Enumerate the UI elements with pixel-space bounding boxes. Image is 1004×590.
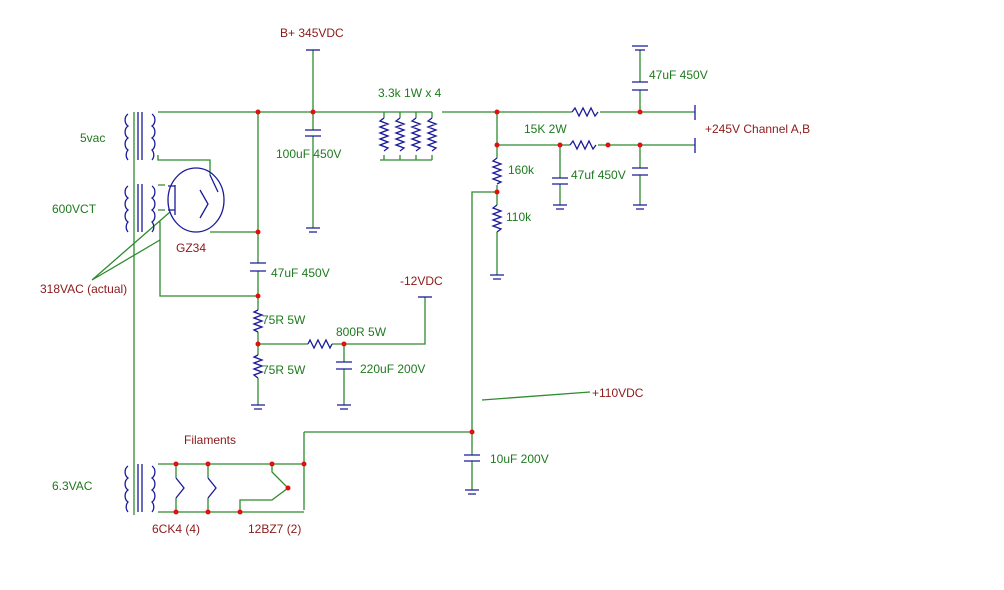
label-xf-6-3vac: 6.3VAC [52, 479, 93, 493]
label-resistor-800r: 800R 5W [336, 325, 387, 339]
filament-6ck4-a [175, 477, 185, 499]
label-xf-5vac: 5vac [80, 131, 105, 145]
filament-6ck4-b [207, 477, 217, 499]
cap-47uf-negative [250, 262, 266, 272]
ground-75r [251, 404, 265, 410]
label-cap-100uf: 100uF 450V [276, 147, 341, 161]
label-xf-600vct: 600VCT [52, 202, 97, 216]
label-output-245v: +245V Channel A,B [705, 122, 810, 136]
cap-47uf-top [632, 45, 648, 91]
label-cap-47uf-top: 47uF 450V [649, 68, 708, 82]
labels: B+ 345VDC 3.3k 1W x 4 47uF 450V 15K 2W +… [40, 26, 810, 536]
label-3k3-resistors: 3.3k 1W x 4 [378, 86, 442, 100]
resistor-110k [491, 204, 503, 233]
label-resistor-15k: 15K 2W [524, 122, 567, 136]
label-cap-47uf-negative: 47uF 450V [271, 266, 330, 280]
transformer-6-3vac [124, 464, 156, 513]
ground-110k [490, 274, 504, 280]
cap-220uf [336, 361, 352, 410]
label-resistor-75r-b: 75R 5W [262, 363, 306, 377]
resistor-75r-a [252, 309, 264, 333]
label-resistor-160k: 160k [508, 163, 535, 177]
cap-47uf-mid-right [632, 167, 648, 210]
resistor-top-right [571, 106, 599, 118]
label-tube-6ck4: 6CK4 (4) [152, 522, 200, 536]
wiring [91, 50, 695, 515]
label-neg12vdc: -12VDC [400, 274, 443, 288]
label-318vac: 318VAC (actual) [40, 282, 127, 296]
resistor-75r-b [252, 354, 264, 379]
cap-47uf-mid-left [552, 177, 568, 210]
label-cap-220uf: 220uF 200V [360, 362, 425, 376]
resistor-15k [569, 139, 597, 151]
label-b-plus: B+ 345VDC [280, 26, 344, 40]
label-pos110vdc: +110VDC [592, 386, 644, 400]
resistor-800r [307, 338, 333, 350]
resistor-3k3-bank [378, 117, 438, 152]
label-filaments: Filaments [184, 433, 236, 447]
cap-10uf [464, 454, 480, 495]
transformer-5vac [124, 112, 156, 161]
resistor-160k [491, 157, 503, 185]
junction-nodes [173, 109, 643, 515]
label-cap-47uf-mid: 47uf 450V [571, 168, 626, 182]
cap-100uf [305, 129, 321, 233]
label-cap-10uf: 10uF 200V [490, 452, 549, 466]
components [124, 45, 696, 513]
label-tube-gz34: GZ34 [176, 241, 206, 255]
label-resistor-110k: 110k [506, 210, 532, 224]
gz34-rectifier-tube [167, 167, 225, 233]
transformer-600vct [124, 184, 156, 233]
label-tube-12bz7: 12BZ7 (2) [248, 522, 301, 536]
label-resistor-75r-a: 75R 5W [262, 313, 306, 327]
